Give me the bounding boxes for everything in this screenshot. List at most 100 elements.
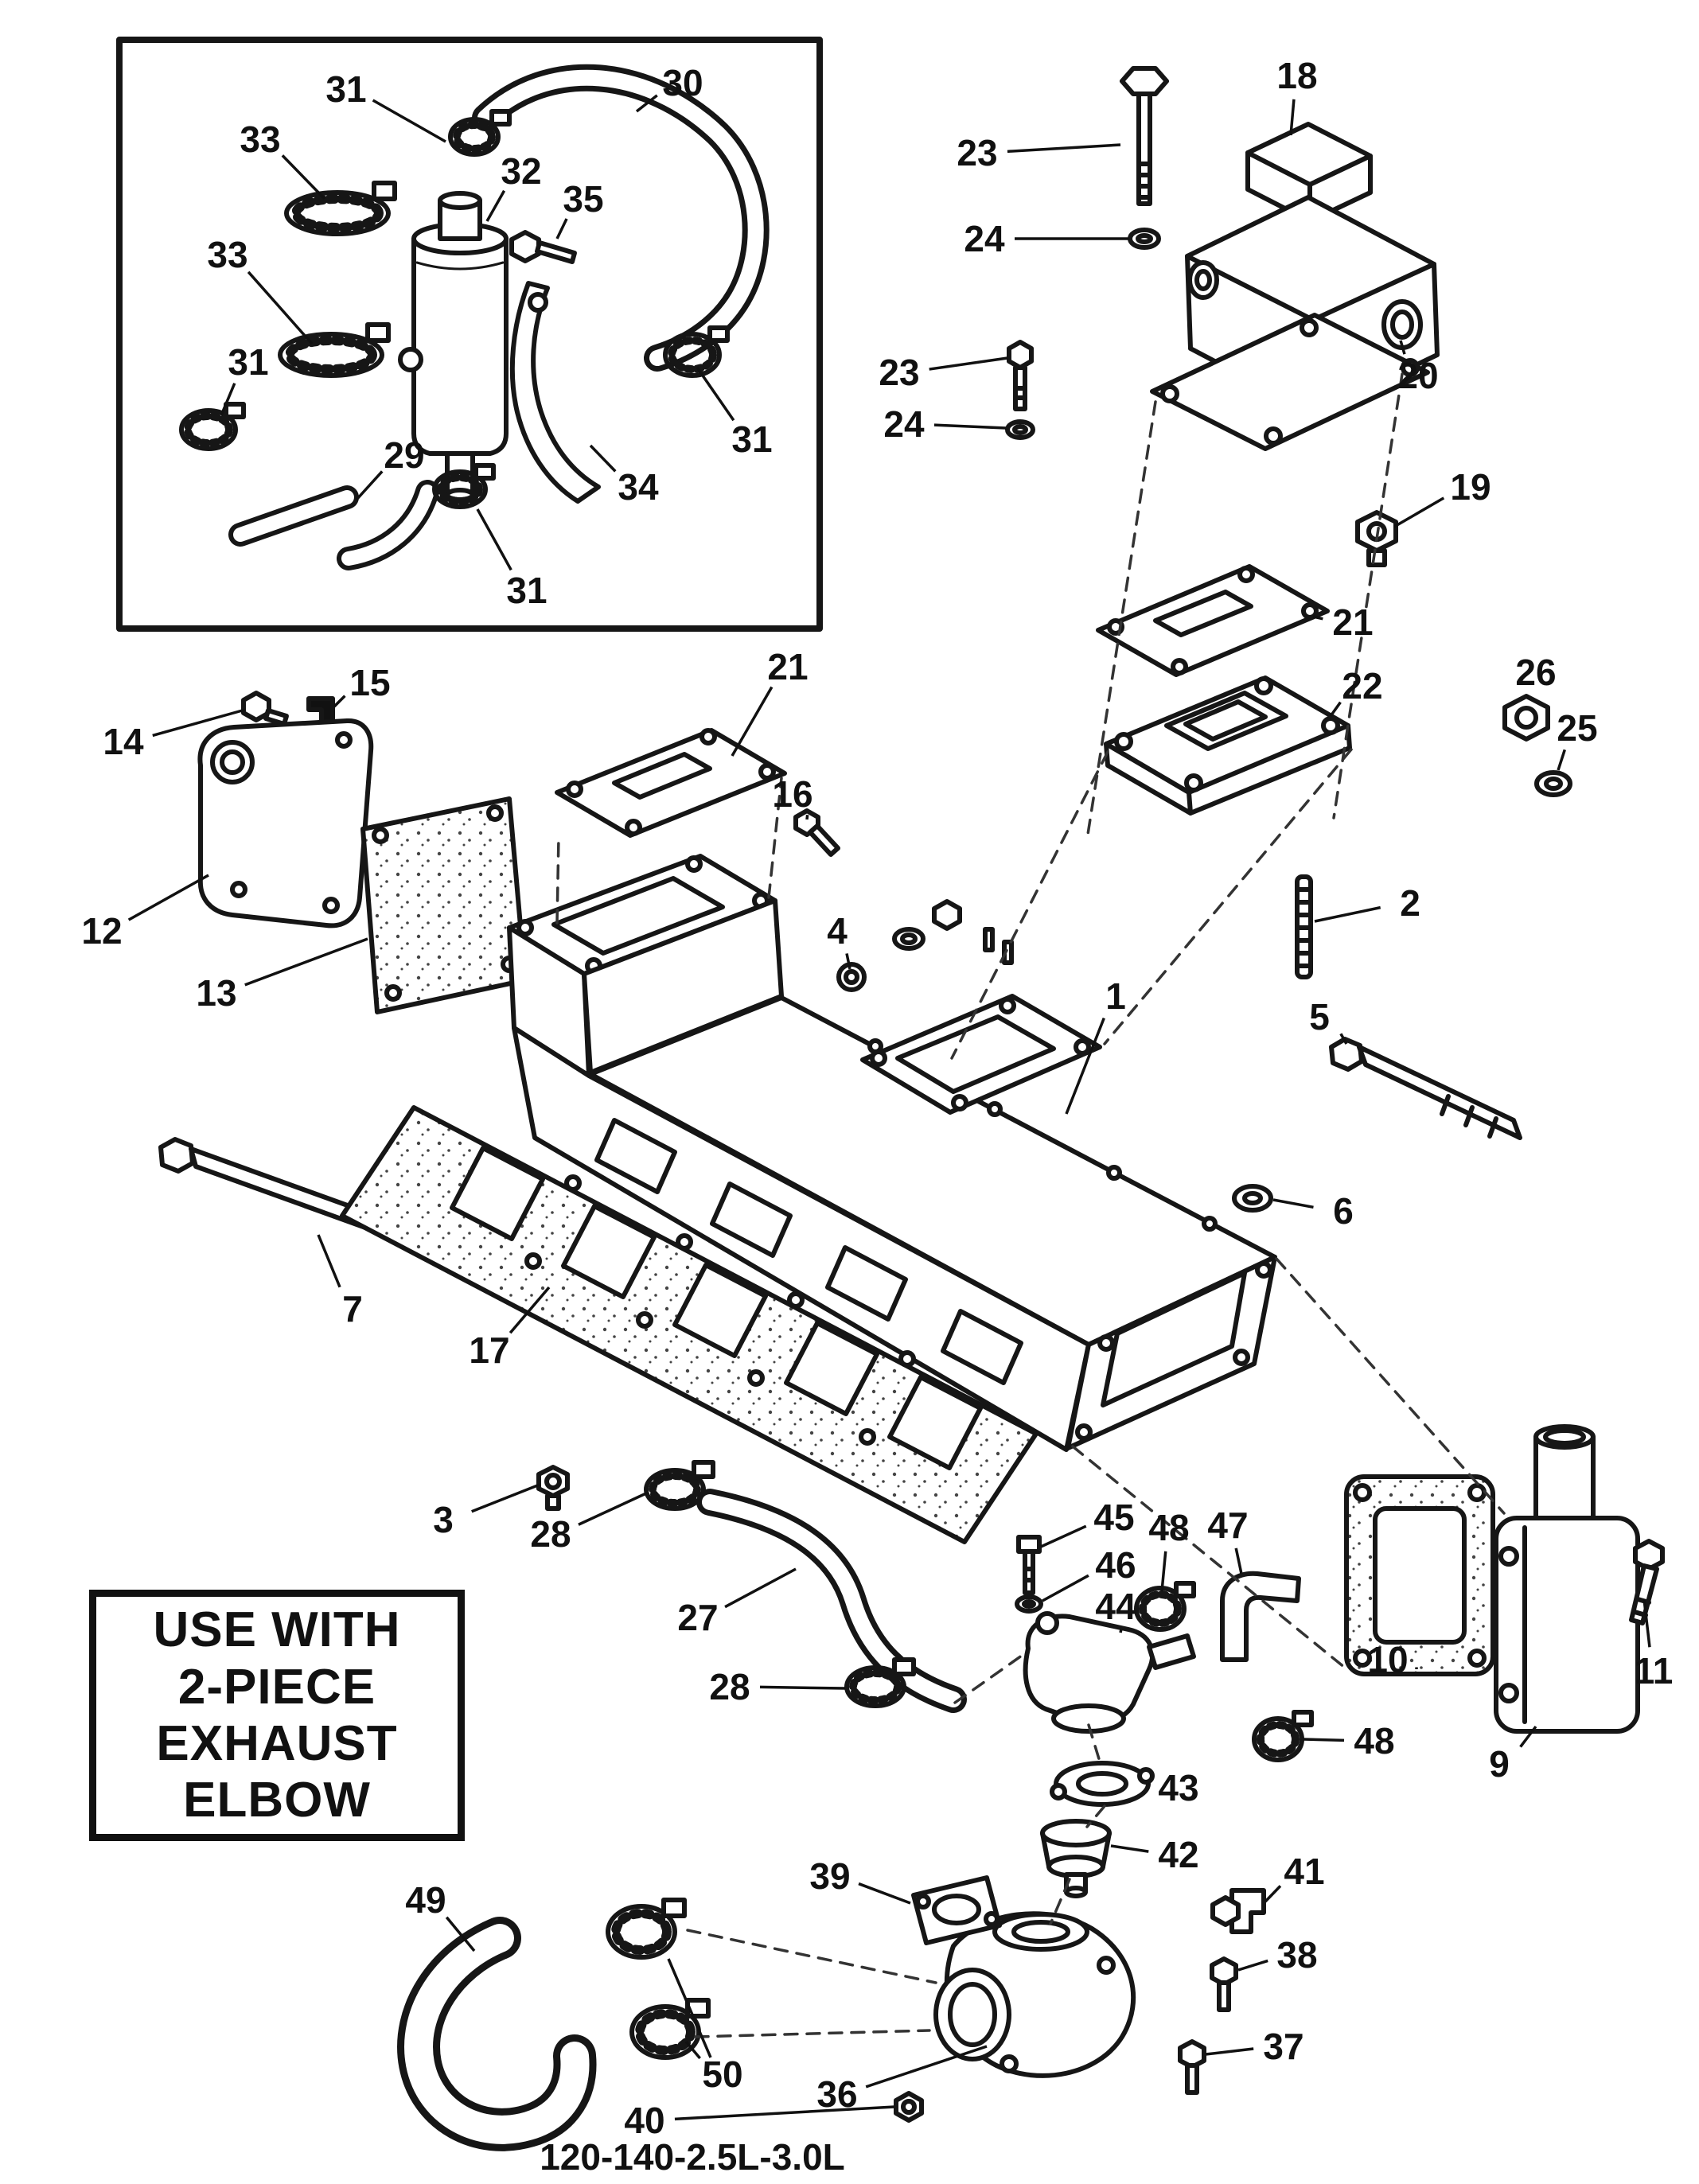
callout-number: 23	[957, 132, 997, 173]
bolt-16	[793, 808, 840, 857]
bolt-23-lower	[1007, 340, 1034, 411]
hose-clamp-48-lower	[1252, 1710, 1314, 1762]
hose-clamp-33-upper	[284, 181, 397, 236]
callout-number: 21	[1332, 601, 1373, 643]
callout-leader	[1289, 99, 1296, 136]
callout-leader	[247, 271, 314, 345]
callout-leader	[865, 2045, 988, 2089]
callout-number: 13	[196, 972, 236, 1014]
lower-housing-36	[933, 1911, 1136, 2078]
bracket-plate-12	[197, 718, 374, 928]
callout-leader	[696, 367, 735, 422]
callout-number: 9	[1489, 1743, 1510, 1785]
callout-leader	[1237, 1959, 1268, 1972]
callout-number: 47	[1207, 1505, 1248, 1546]
callout-leader	[333, 695, 346, 708]
note-line-4: ELBOW	[183, 1773, 371, 1828]
note-line-2: 2-PIECE	[177, 1659, 376, 1715]
callout-number: 31	[506, 570, 547, 611]
hose-29	[228, 480, 439, 570]
callout-number: 44	[1095, 1586, 1136, 1627]
callout-leader	[1314, 905, 1381, 923]
end-gasket-10	[1344, 1474, 1495, 1676]
callout-number: 29	[384, 434, 424, 476]
callout-leader	[1526, 695, 1529, 699]
callout-leader	[476, 508, 512, 571]
callout-leader	[1042, 1574, 1089, 1602]
callout-leader	[1557, 749, 1566, 771]
callout-leader	[674, 2105, 895, 2121]
inset-assembly	[116, 37, 823, 632]
callout-leader	[152, 708, 246, 738]
callout-leader	[589, 444, 617, 473]
callout-number: 5	[1309, 996, 1330, 1037]
thermostat-42	[1040, 1819, 1112, 1898]
callout-leader	[684, 2040, 701, 2060]
callout-number: 48	[1354, 1720, 1394, 1762]
washer-46	[1015, 1594, 1043, 1614]
vent-hose-30	[472, 64, 770, 372]
callout-number: 20	[1397, 355, 1438, 396]
callout-number: 12	[81, 910, 122, 952]
callout-leader	[281, 154, 326, 200]
callout-leader	[578, 1491, 649, 1526]
bolt-11	[1629, 1539, 1665, 1625]
hose-clamp-31-left	[179, 402, 246, 451]
callout-number: 48	[1148, 1507, 1189, 1548]
gasket-21-left	[555, 728, 787, 838]
exhaust-elbow-18	[1150, 122, 1440, 451]
callout-number: 40	[624, 2100, 664, 2141]
plug-40	[894, 2091, 924, 2123]
callout-leader	[1264, 1885, 1282, 1903]
callout-number: 1	[1105, 975, 1126, 1017]
callout-leader	[127, 874, 209, 921]
hose-clamp-31-bottom	[432, 463, 496, 509]
callout-leader	[485, 189, 506, 222]
callout-number: 35	[563, 178, 603, 220]
callout-leader	[1642, 1598, 1651, 1648]
callout-leader	[1393, 496, 1445, 528]
callout-number: 11	[1635, 1650, 1674, 1692]
callout-number: 18	[1276, 55, 1317, 96]
callout-leader	[731, 686, 774, 757]
callout-number: 39	[809, 1855, 850, 1897]
bolt-37	[1178, 2039, 1206, 2095]
callout-leader	[1234, 1547, 1243, 1575]
callout-leader	[471, 1483, 540, 1513]
callout-leader	[1148, 1782, 1151, 1786]
fitting-4-group	[836, 899, 1014, 992]
callout-number: 17	[469, 1329, 509, 1371]
fitting-15	[306, 696, 335, 725]
callout-number: 3	[433, 1499, 454, 1540]
callout-number: 2	[1400, 882, 1420, 924]
bolt-5	[1329, 1037, 1522, 1140]
bolt-45	[1016, 1535, 1042, 1595]
callout-number: 24	[964, 218, 1005, 259]
adapter-plate-22	[1104, 675, 1352, 816]
nut-26	[1502, 694, 1550, 742]
callout-leader	[1329, 701, 1342, 718]
callout-leader	[845, 953, 851, 970]
bolt-23-top	[1120, 66, 1169, 206]
callout-leader	[1399, 340, 1406, 355]
hose-clamp-31-right	[663, 325, 730, 378]
bracket-34	[509, 281, 601, 504]
drain-plug-3	[536, 1465, 570, 1511]
stud-2	[1295, 874, 1313, 979]
callout-leader	[445, 1916, 476, 1952]
callout-number: 6	[1333, 1190, 1354, 1232]
callout-number: 42	[1158, 1834, 1198, 1875]
elbow-fitting-47	[1220, 1571, 1301, 1662]
callout-number: 41	[1284, 1851, 1324, 1892]
callout-leader	[929, 356, 1008, 371]
callout-number: 34	[618, 466, 659, 508]
callout-leader	[1519, 1725, 1537, 1748]
callout-number: 38	[1276, 1934, 1317, 1976]
note-line-1: USE WITH	[153, 1602, 401, 1658]
callout-leader	[635, 94, 658, 113]
callout-leader	[244, 937, 368, 987]
callout-number: 36	[816, 2073, 857, 2115]
